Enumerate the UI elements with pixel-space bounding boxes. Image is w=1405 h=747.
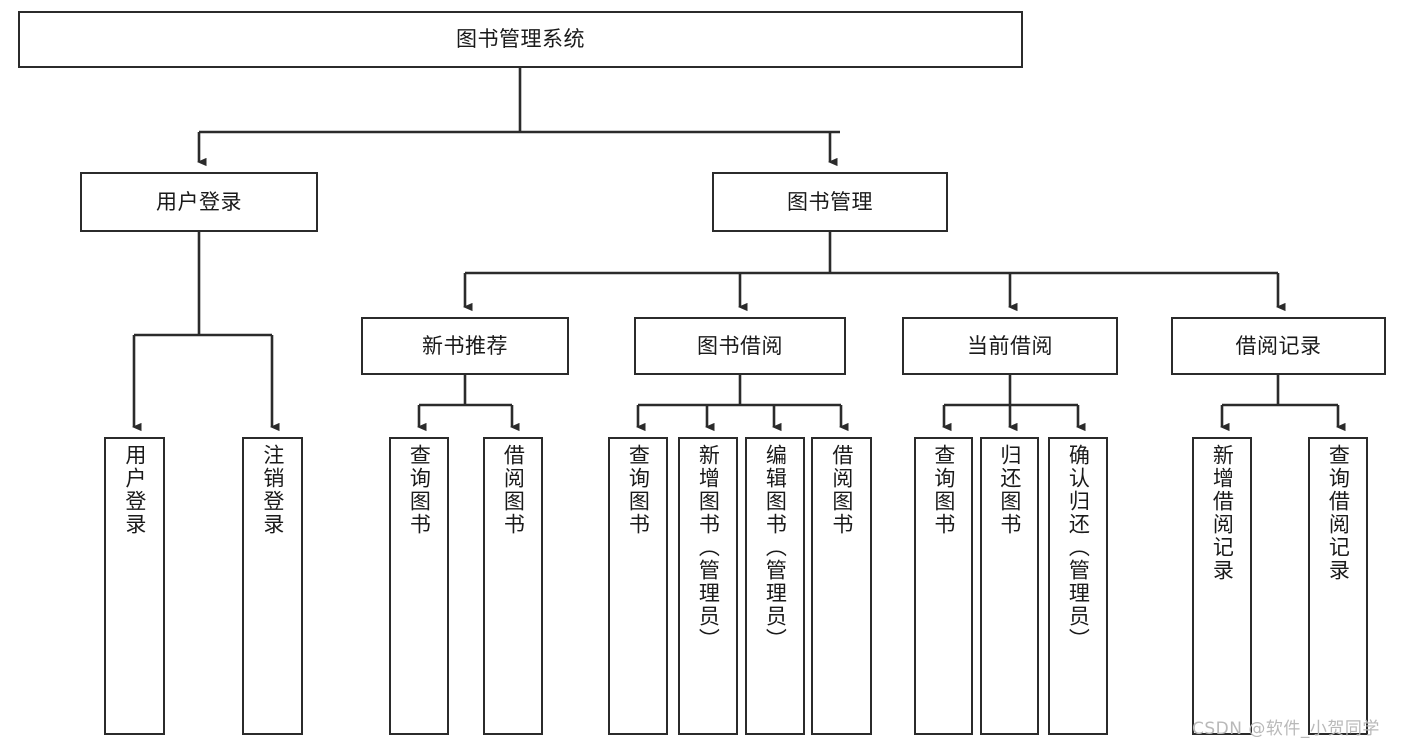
node-label: 新书推荐 [422,333,508,358]
leaf-recommend-query-books[interactable]: 查询图书 [389,437,449,735]
node-label: 确认归还（管理员） [1066,444,1091,651]
node-root-book-management-system[interactable]: 图书管理系统 [18,11,1023,68]
node-label: 图书管理 [787,189,873,214]
leaf-borrow-add-book-admin[interactable]: 新增图书（管理员） [678,437,738,735]
node-label: 图书借阅 [697,333,783,358]
leaf-current-return-books[interactable]: 归还图书 [980,437,1039,735]
leaf-record-query-borrow-record[interactable]: 查询借阅记录 [1308,437,1368,735]
watermark: CSDN @软件_小贺同学 [1192,719,1380,739]
node-book-management[interactable]: 图书管理 [712,172,948,232]
node-label: 当前借阅 [967,333,1053,358]
node-label: 查询图书 [407,444,432,536]
node-label: 查询借阅记录 [1326,444,1351,582]
node-new-book-recommend[interactable]: 新书推荐 [361,317,569,375]
leaf-recommend-borrow-books[interactable]: 借阅图书 [483,437,543,735]
node-label: 新增图书（管理员） [696,444,721,651]
leaf-borrow-query-books[interactable]: 查询图书 [608,437,668,735]
node-label: 注销登录 [260,444,285,536]
node-current-borrow[interactable]: 当前借阅 [902,317,1118,375]
leaf-record-add-borrow-record[interactable]: 新增借阅记录 [1192,437,1252,735]
leaf-current-query-books[interactable]: 查询图书 [914,437,973,735]
node-book-borrow[interactable]: 图书借阅 [634,317,846,375]
node-label: 借阅记录 [1235,333,1322,358]
node-borrow-record[interactable]: 借阅记录 [1171,317,1386,375]
node-label: 编辑图书（管理员） [763,444,788,651]
node-label: 借阅图书 [501,444,526,536]
node-label: 查询图书 [626,444,651,536]
leaf-borrow-edit-book-admin[interactable]: 编辑图书（管理员） [745,437,805,735]
node-label: 归还图书 [997,444,1022,536]
node-label: 查询图书 [931,444,956,536]
node-label: 借阅图书 [829,444,854,536]
leaf-user-logout[interactable]: 注销登录 [242,437,303,735]
node-label: 用户登录 [156,189,242,214]
leaf-current-confirm-return-admin[interactable]: 确认归还（管理员） [1048,437,1108,735]
node-label: 用户登录 [122,444,147,536]
leaf-borrow-borrow-books[interactable]: 借阅图书 [811,437,872,735]
node-user-login[interactable]: 用户登录 [80,172,318,232]
node-label: 新增借阅记录 [1210,444,1235,582]
node-label: 图书管理系统 [456,27,585,52]
leaf-user-login[interactable]: 用户登录 [104,437,165,735]
